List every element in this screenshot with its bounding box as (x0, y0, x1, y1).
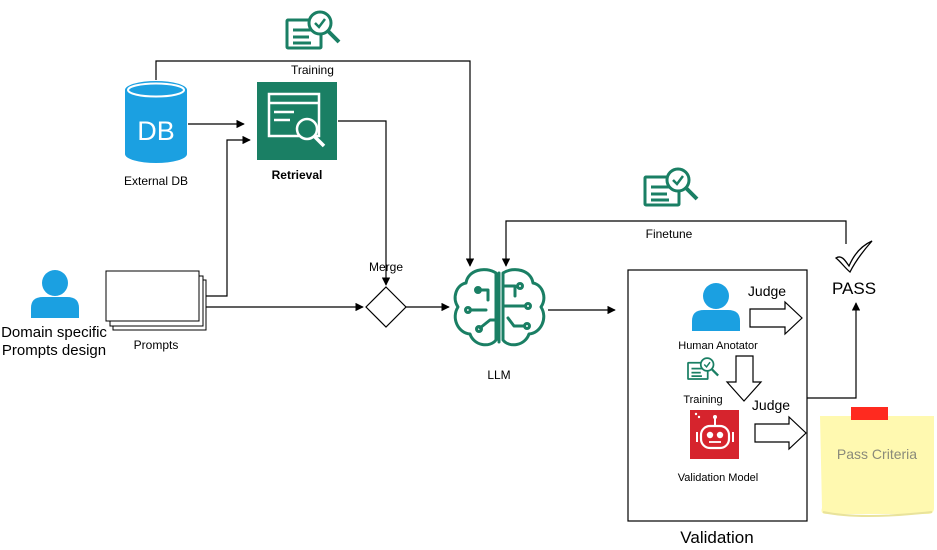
document-check-icon (285, 10, 341, 50)
brain-chip-icon (453, 268, 546, 347)
human-anotator-label: Human Anotator (678, 340, 758, 352)
database-icon: DB (125, 81, 187, 163)
judge-top-label: Judge (748, 283, 786, 299)
training-down-arrow (725, 355, 763, 402)
external-db-label: External DB (124, 174, 188, 188)
prompts-label: Prompts (134, 338, 179, 352)
retrieval-label: Retrieval (272, 168, 323, 182)
checkmark-icon (834, 240, 873, 274)
validation-label: Validation (680, 528, 753, 547)
document-check-icon (643, 167, 699, 207)
domain-label-line1: Domain specific (1, 324, 107, 341)
prompts-to-retrieval-arrow (206, 135, 251, 297)
finetune-label: Finetune (646, 227, 693, 241)
db-glyph: DB (137, 116, 175, 146)
document-check-icon (687, 357, 719, 380)
pass-criteria-label: Pass Criteria (837, 446, 917, 462)
robot-icon (690, 410, 739, 459)
domain-label-line2: Prompts design (2, 342, 106, 359)
finetune-arrow (501, 220, 847, 267)
llm-label: LLM (487, 368, 510, 382)
prompts-stack (105, 270, 207, 331)
retrieval-to-merge-arrow (338, 120, 391, 286)
pass-label: PASS (832, 279, 876, 298)
sticky-note-icon (820, 407, 934, 517)
training-arrow (155, 60, 475, 267)
judge-top-arrow (749, 300, 803, 336)
retrieval-icon (257, 82, 337, 160)
connectors (155, 60, 861, 399)
merge-diamond (365, 286, 407, 328)
validation-model-label: Validation Model (678, 472, 759, 484)
merge-label: Merge (369, 260, 403, 274)
training-inner-label: Training (683, 394, 722, 406)
validation-to-pass-arrow (807, 302, 861, 399)
person-icon (31, 270, 79, 318)
judge-bottom-label: Judge (752, 397, 790, 413)
judge-bottom-arrow (754, 415, 807, 451)
person-icon (692, 283, 740, 331)
training-top-label: Training (291, 63, 334, 77)
